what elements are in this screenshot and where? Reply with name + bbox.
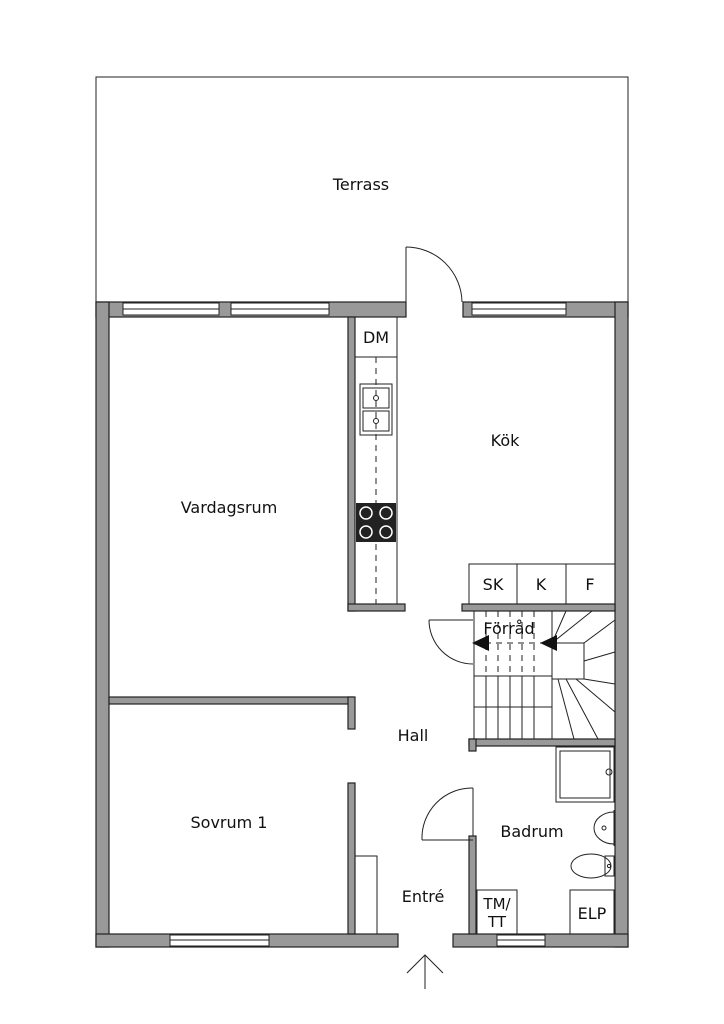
freezer-cabinet-label: SK [483, 575, 504, 594]
terrace-area [95, 76, 629, 302]
freezer-label: F [585, 575, 594, 594]
terrace-label: Terrass [332, 175, 389, 194]
kitchen-appliances: SK K F [468, 563, 616, 605]
washbasin-icon [593, 810, 615, 846]
hall-label: Hall [398, 726, 429, 745]
living-room-label: Vardagsrum [181, 498, 278, 517]
storage-door [428, 619, 474, 665]
fridge-label: K [536, 575, 547, 594]
bathroom-utilities: TM/ TT ELP [476, 889, 615, 935]
entrance-wardrobe [354, 855, 378, 935]
dishwasher-label: DM [363, 328, 389, 347]
kitchen-label: Kök [491, 431, 520, 450]
stair-arrow-left-icon [472, 635, 489, 651]
staircase [472, 610, 616, 740]
storage-label: Förråd [483, 619, 534, 638]
bedroom-label: Sovrum 1 [191, 813, 268, 832]
sink-icon [359, 383, 393, 436]
interior-walls [108, 316, 616, 935]
bathroom-label: Badrum [500, 822, 563, 841]
exterior-walls [95, 301, 629, 948]
kitchen-counter: DM [354, 316, 398, 605]
shower-icon [555, 746, 615, 803]
entrance-arrow-icon [406, 954, 444, 989]
stove-icon [356, 503, 396, 542]
windows [122, 302, 567, 947]
terrace-door [405, 246, 463, 303]
electrical-panel-label: ELP [578, 904, 607, 923]
utility-label-line2: TT [487, 913, 507, 931]
stair-arrow-right-icon [540, 635, 557, 651]
toilet-icon [570, 853, 615, 879]
entrance-label: Entré [402, 887, 445, 906]
bathroom-door [421, 787, 474, 841]
utility-label-line1: TM/ [482, 895, 511, 913]
